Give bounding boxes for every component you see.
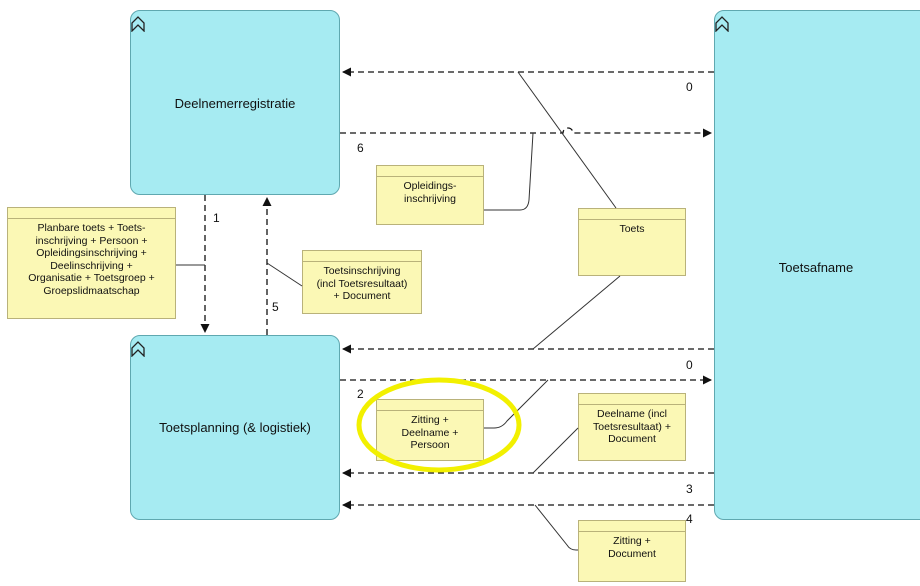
component-label: Toetsafname — [778, 260, 854, 275]
association-deelname — [532, 427, 579, 474]
flow-label-4: 4 — [686, 512, 693, 526]
flow-label-5: 5 — [272, 300, 279, 314]
object-label: Toets — [619, 223, 645, 235]
flow-label-6: 6 — [357, 141, 364, 155]
data-object-toetsinschrijving[interactable]: Toetsinschrijving (incl Toetsresultaat) … — [302, 250, 422, 314]
data-object-zitting-deelname-persoon[interactable]: Zitting + Deelname + Persoon — [376, 399, 484, 461]
flow-label-0-top: 0 — [686, 80, 693, 94]
association-toetsinschrijving — [266, 262, 303, 287]
association-zitting-document — [534, 504, 578, 551]
association-zitting-deelname — [484, 379, 549, 429]
object-header — [579, 394, 685, 405]
object-label: Zitting + Deelname + Persoon — [401, 414, 459, 451]
flow-label-2: 2 — [357, 387, 364, 401]
component-label: Deelnemerregistratie — [174, 96, 296, 111]
flow-label-0-mid: 0 — [686, 358, 693, 372]
flow-label-3: 3 — [686, 482, 693, 496]
component-toetsplanning[interactable]: Toetsplanning (& logistiek) — [130, 335, 340, 520]
object-header — [579, 209, 685, 220]
highlight-ellipse — [356, 377, 522, 473]
association-toets-mid — [532, 275, 621, 350]
component-type-icon — [131, 341, 145, 357]
data-object-planbare-toets[interactable]: Planbare toets + Toets- inschrijving + P… — [7, 207, 176, 319]
component-deelnemerregistratie[interactable]: Deelnemerregistratie — [130, 10, 340, 195]
object-header — [8, 208, 175, 219]
flow-label-1: 1 — [213, 211, 220, 225]
object-label: Toetsinschrijving (incl Toetsresultaat) … — [316, 265, 408, 302]
object-label: Deelname (incl Toetsresultaat) + Documen… — [593, 408, 671, 445]
component-type-icon — [715, 16, 729, 32]
object-header — [579, 521, 685, 532]
flow-line-6[interactable] — [340, 127, 712, 138]
data-object-toets[interactable]: Toets — [578, 208, 686, 276]
data-object-opleidingsinschrijving[interactable]: Opleidings- inschrijving — [376, 165, 484, 225]
component-type-icon — [131, 16, 145, 32]
association-toets-top — [517, 71, 617, 209]
object-header — [377, 400, 483, 411]
component-toetsafname[interactable]: Toetsafname — [714, 10, 920, 520]
data-object-zitting-document[interactable]: Zitting + Document — [578, 520, 686, 582]
object-header — [303, 251, 421, 262]
object-label: Opleidings- inschrijving — [403, 180, 457, 205]
association-opleidingsinschrijving — [484, 132, 534, 211]
object-label: Planbare toets + Toets- inschrijving + P… — [28, 222, 155, 297]
data-object-deelname[interactable]: Deelname (incl Toetsresultaat) + Documen… — [578, 393, 686, 461]
component-label: Toetsplanning (& logistiek) — [159, 420, 311, 435]
object-label: Zitting + Document — [608, 535, 656, 560]
object-header — [377, 166, 483, 177]
